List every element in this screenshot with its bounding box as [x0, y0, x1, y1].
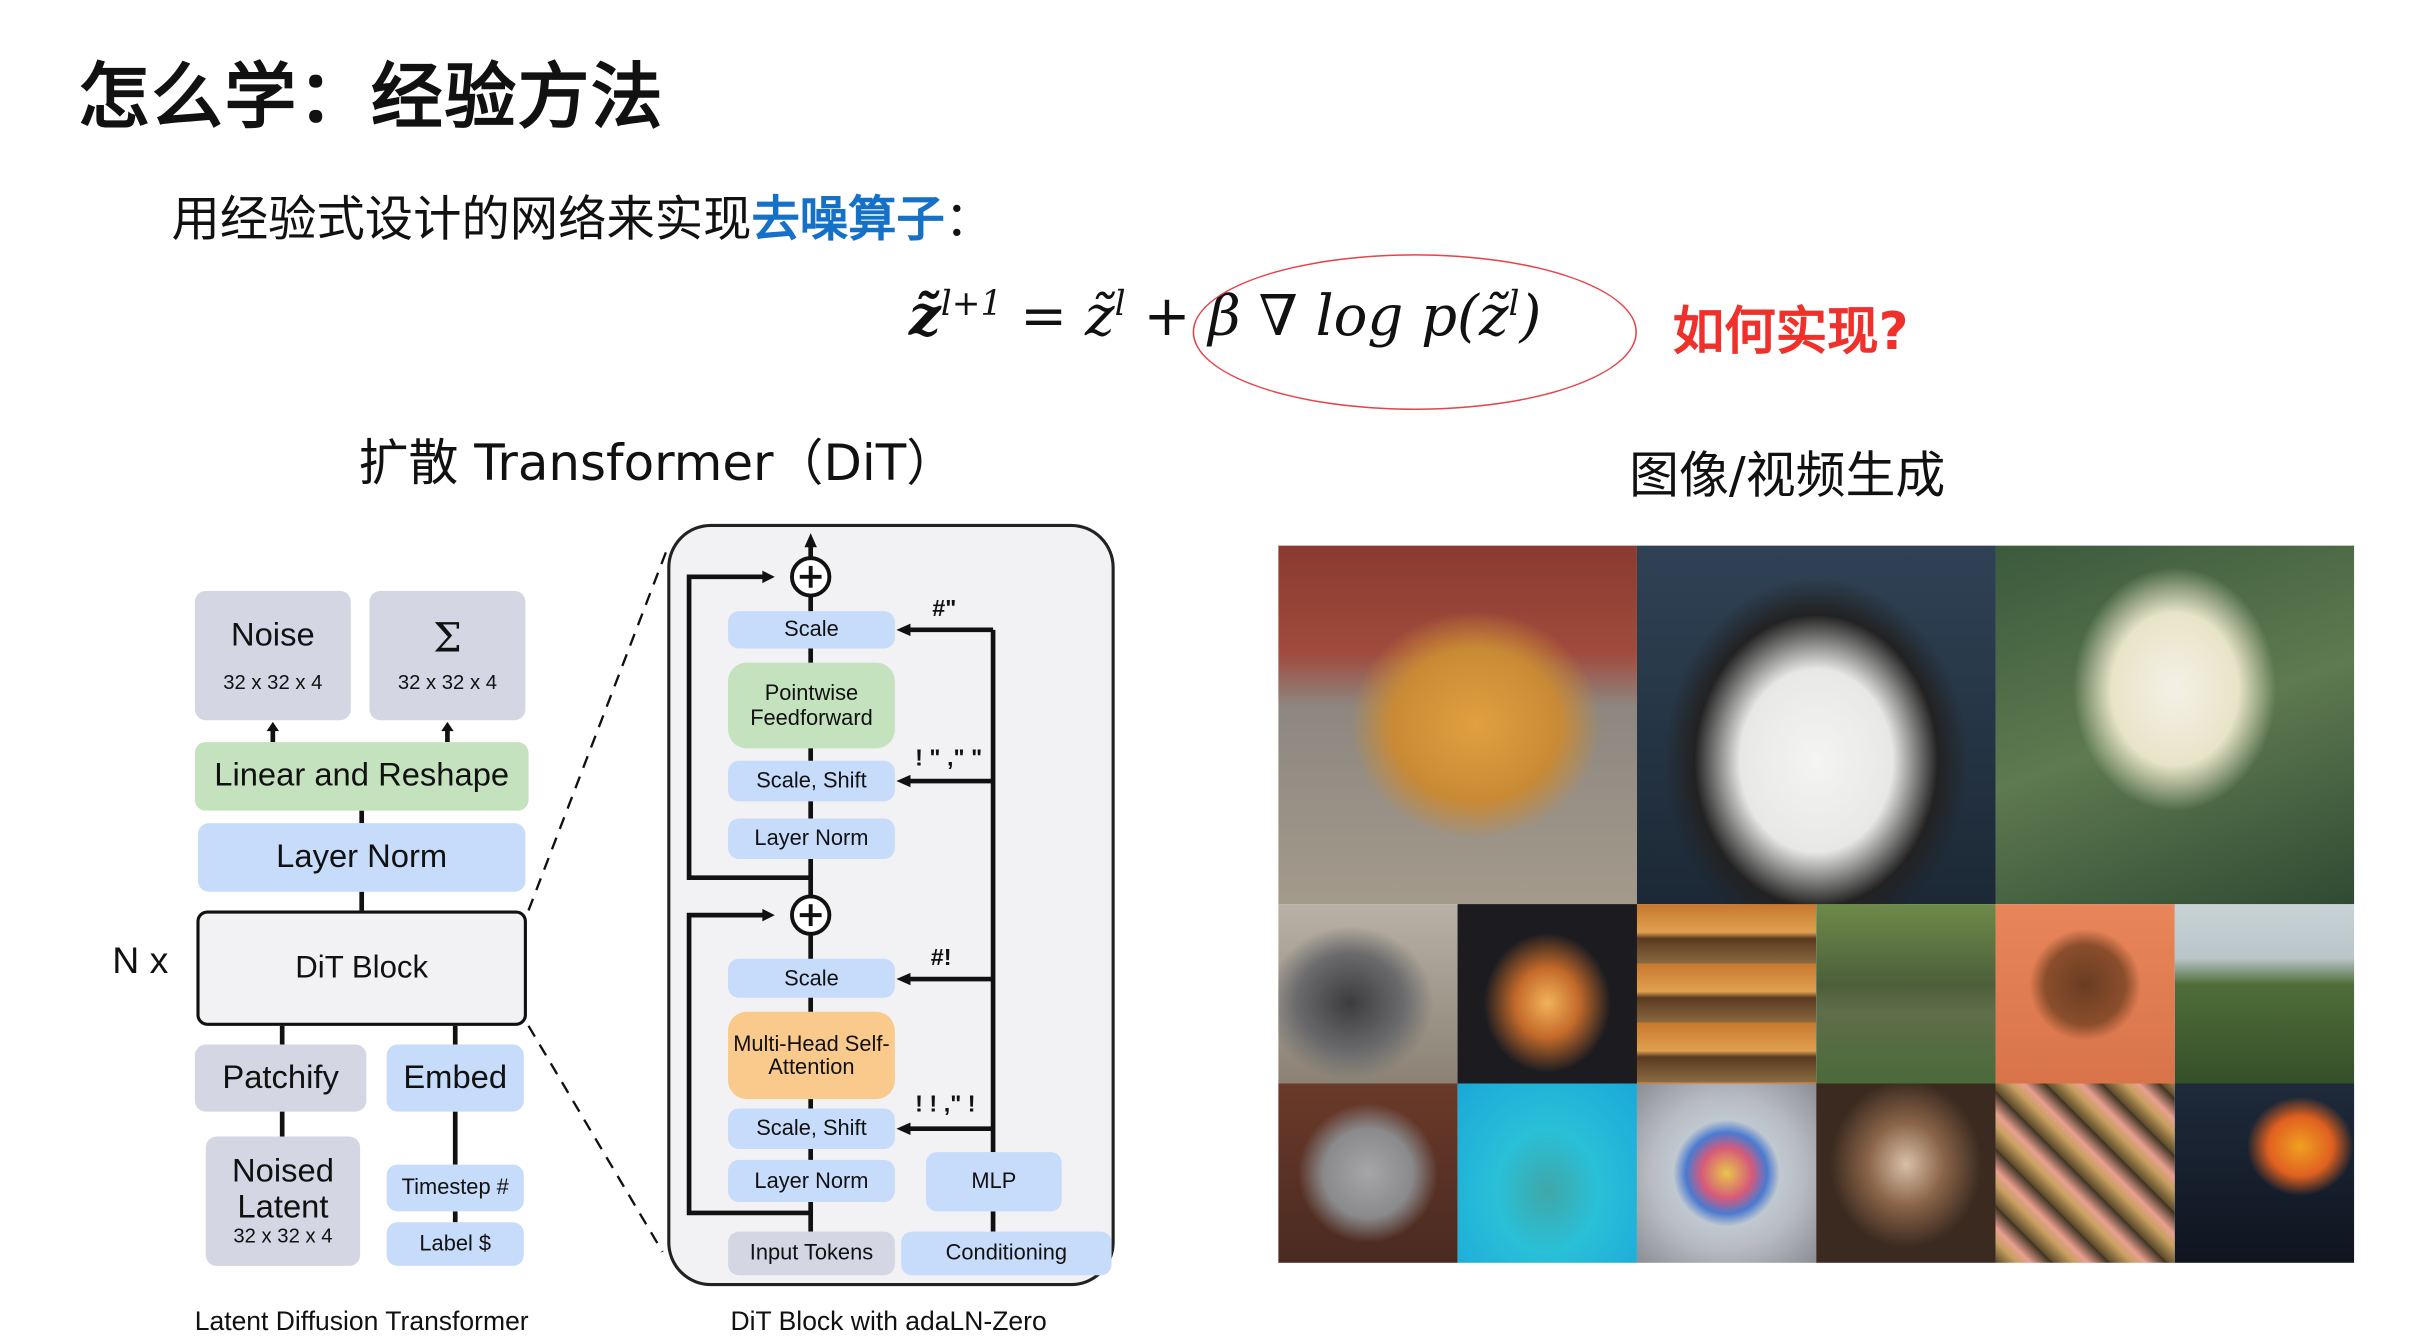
attention-box: Multi-Head Self-Attention — [728, 1011, 895, 1100]
alpha1-label: #! — [930, 944, 952, 972]
generated-image-koala — [1278, 1083, 1458, 1263]
generated-image-husky — [1636, 545, 1996, 905]
formula-lhs-sup: l+1 — [940, 285, 1003, 325]
input-tokens-box: Input Tokens — [728, 1231, 895, 1276]
beta-gamma2-label: ! " ," " — [915, 745, 983, 772]
linear-reshape-box: Linear and Reshape — [194, 742, 529, 811]
layer-norm-box-top: Layer Norm — [728, 818, 895, 860]
label-box: Label $ — [386, 1222, 524, 1266]
sigma-dim: 32 x 32 x 4 — [397, 669, 498, 694]
conditioning-box: Conditioning — [901, 1231, 1112, 1276]
noise-dim: 32 x 32 x 4 — [223, 670, 323, 694]
generated-image-snake — [1995, 1083, 2175, 1263]
generated-image-golden-retriever — [1278, 545, 1637, 905]
generated-image-sea-turtle — [1457, 1083, 1637, 1263]
generated-image-ferret — [1816, 1083, 1996, 1263]
formula-rhs-sup: l — [1114, 285, 1126, 325]
final-layer-norm-box: Layer Norm — [197, 823, 526, 892]
beta-gamma1-label: ! ! ," ! — [915, 1091, 976, 1118]
layer-norm-box-bottom: Layer Norm — [728, 1159, 895, 1202]
generated-image-soap-bubble — [1636, 1083, 1817, 1263]
dit-block-box: DiT Block — [196, 910, 527, 1026]
add-icon — [790, 556, 832, 598]
feedforward-box: Pointwise Feedforward — [728, 662, 895, 749]
embed-box: Embed — [386, 1044, 524, 1112]
block-caption: DiT Block with adaLN-Zero — [730, 1306, 1047, 1337]
generated-image-car-mirror — [1457, 904, 1637, 1084]
highlight-ellipse — [1192, 254, 1637, 411]
generated-image-porcupine — [1278, 904, 1458, 1084]
subtitle-highlight: 去噪算子 — [751, 191, 945, 248]
patchify-box: Patchify — [194, 1044, 367, 1112]
scale-box-top: Scale — [728, 611, 895, 649]
slide-title: 怎么学：经验方法 — [77, 54, 665, 139]
sigma-output-box: Σ 32 x 32 x 4 — [369, 590, 526, 721]
repeat-label: N x — [112, 940, 169, 983]
generated-image-bridge — [2174, 904, 2355, 1084]
noise-label: Noise — [230, 617, 315, 653]
formula-lhs: z̃ — [908, 283, 941, 350]
noised-latent-label: Noised Latent — [231, 1154, 334, 1226]
scale-shift-box-bottom: Scale, Shift — [728, 1108, 895, 1149]
generated-image-crocodile — [1816, 904, 1996, 1084]
formula-eq: = z̃ — [1002, 285, 1115, 350]
slide-subtitle: 用经验式设计的网络来实现去噪算子： — [171, 179, 993, 249]
scale-shift-box-top: Scale, Shift — [728, 760, 895, 802]
mlp-box: MLP — [926, 1152, 1062, 1212]
ldt-caption: Latent Diffusion Transformer — [194, 1306, 529, 1337]
generated-image-dung-beetle — [1995, 904, 2175, 1084]
question-label: 如何实现? — [1672, 300, 1909, 362]
subtitle-colon: ： — [944, 191, 994, 248]
generation-heading: 图像/视频生成 — [1629, 445, 1946, 506]
noise-output-box: Noise 32 x 32 x 4 — [194, 590, 351, 721]
subtitle-text: 用经验式设计的网络来实现 — [171, 191, 752, 248]
generated-image-toucan — [2174, 1083, 2355, 1263]
dit-heading: 扩散 Transformer（DiT） — [358, 433, 957, 493]
sigma-label: Σ — [433, 615, 462, 663]
noised-latent-dim: 32 x 32 x 4 — [233, 1224, 333, 1248]
scale-box-bottom: Scale — [728, 958, 895, 998]
generated-image-pastries — [1636, 904, 1817, 1084]
add-icon — [790, 894, 832, 936]
generated-image-cockatoo — [1995, 545, 2355, 905]
alpha2-label: #" — [932, 595, 957, 623]
timestep-box: Timestep # — [386, 1164, 524, 1212]
